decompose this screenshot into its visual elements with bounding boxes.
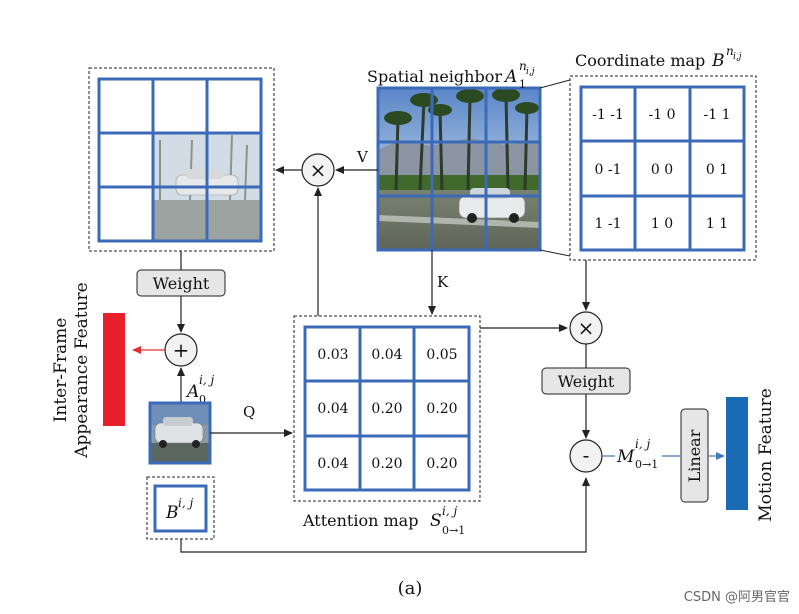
s-subscript: 0→1 bbox=[442, 524, 465, 537]
appearance-feature-bar bbox=[103, 313, 125, 426]
motion-feature-label: Motion Feature bbox=[756, 388, 776, 522]
weight-label-right: Weight bbox=[558, 372, 615, 391]
coordinate-cell: 1 -1 bbox=[595, 216, 622, 232]
b-superscript: i, j bbox=[178, 496, 193, 510]
coordinate-map-label: Coordinate map bbox=[575, 51, 705, 70]
output-feature-box bbox=[88, 67, 275, 252]
position-box bbox=[146, 476, 215, 540]
coordinate-map: -1 -1 -1 0 -1 1 0 -1 0 0 0 1 1 -1 1 0 1 … bbox=[569, 75, 757, 261]
plus-icon: + bbox=[173, 338, 190, 362]
attention-cell: 0.05 bbox=[426, 347, 457, 363]
b-symbol: B bbox=[165, 503, 179, 523]
connector-line bbox=[539, 249, 571, 257]
coordinate-cell: 1 0 bbox=[651, 216, 673, 232]
a1-symbol: A bbox=[503, 67, 517, 87]
attention-map: 0.03 0.04 0.05 0.04 0.20 0.20 0.04 0.20 … bbox=[293, 315, 481, 502]
minus-icon: - bbox=[583, 443, 590, 467]
s-symbol: S bbox=[430, 511, 442, 531]
attention-cell: 0.03 bbox=[317, 347, 348, 363]
spatial-neighbor-label: Spatial neighbor bbox=[367, 67, 502, 86]
a1-superscript-sub: i,j bbox=[526, 67, 535, 77]
attention-cell: 0.20 bbox=[426, 401, 457, 417]
current-frame-image bbox=[148, 401, 212, 465]
a0-superscript: i, j bbox=[199, 373, 214, 387]
figure-caption: (a) bbox=[398, 578, 423, 599]
coordinate-cell: -1 1 bbox=[704, 107, 731, 123]
coordinate-cell: -1 -1 bbox=[592, 107, 624, 123]
b-map-superscript: n bbox=[726, 44, 734, 58]
b-to-minus-arrow bbox=[180, 477, 590, 553]
appearance-feature-label: Appearance Feature bbox=[72, 282, 92, 458]
weight-label-top: Weight bbox=[153, 274, 210, 293]
b-map-symbol: B bbox=[711, 51, 725, 71]
motion-feature-bar bbox=[726, 397, 748, 510]
attention-cell: 0.20 bbox=[371, 401, 402, 417]
m-subscript: 0→1 bbox=[635, 458, 658, 471]
spatial-neighbor-image bbox=[376, 86, 542, 252]
m-superscript: i, j bbox=[635, 437, 650, 451]
coordinate-cell: 0 -1 bbox=[595, 162, 622, 178]
k-label: K bbox=[437, 273, 449, 291]
q-label: Q bbox=[243, 403, 255, 421]
multiply-icon: × bbox=[578, 316, 595, 340]
s-superscript: i, j bbox=[442, 504, 457, 518]
coordinate-cell: 0 1 bbox=[706, 162, 728, 178]
linear-label: Linear bbox=[685, 429, 704, 482]
inter-frame-label: Inter-Frame bbox=[51, 318, 71, 423]
connector-line bbox=[539, 79, 571, 89]
attention-cell: 0.20 bbox=[371, 456, 402, 472]
attention-cell: 0.04 bbox=[371, 347, 402, 363]
a0-symbol: A bbox=[185, 382, 199, 402]
multiply-icon: × bbox=[310, 158, 327, 182]
a1-subscript: 1 bbox=[519, 78, 526, 91]
a1-superscript: n bbox=[519, 59, 527, 73]
b-map-superscript-sub: i,j bbox=[733, 52, 742, 62]
attention-map-label: Attention map bbox=[302, 511, 418, 530]
attention-cell: 0.20 bbox=[426, 456, 457, 472]
coordinate-cell: -1 0 bbox=[649, 107, 676, 123]
watermark: CSDN @阿男官官 bbox=[684, 589, 790, 605]
attention-cell: 0.04 bbox=[317, 401, 348, 417]
a0-subscript: 0 bbox=[199, 393, 206, 406]
attention-cell: 0.04 bbox=[317, 456, 348, 472]
v-label: V bbox=[356, 148, 369, 166]
coordinate-cell: 0 0 bbox=[651, 162, 673, 178]
m-symbol: M bbox=[616, 447, 635, 467]
coordinate-cell: 1 1 bbox=[706, 216, 728, 232]
